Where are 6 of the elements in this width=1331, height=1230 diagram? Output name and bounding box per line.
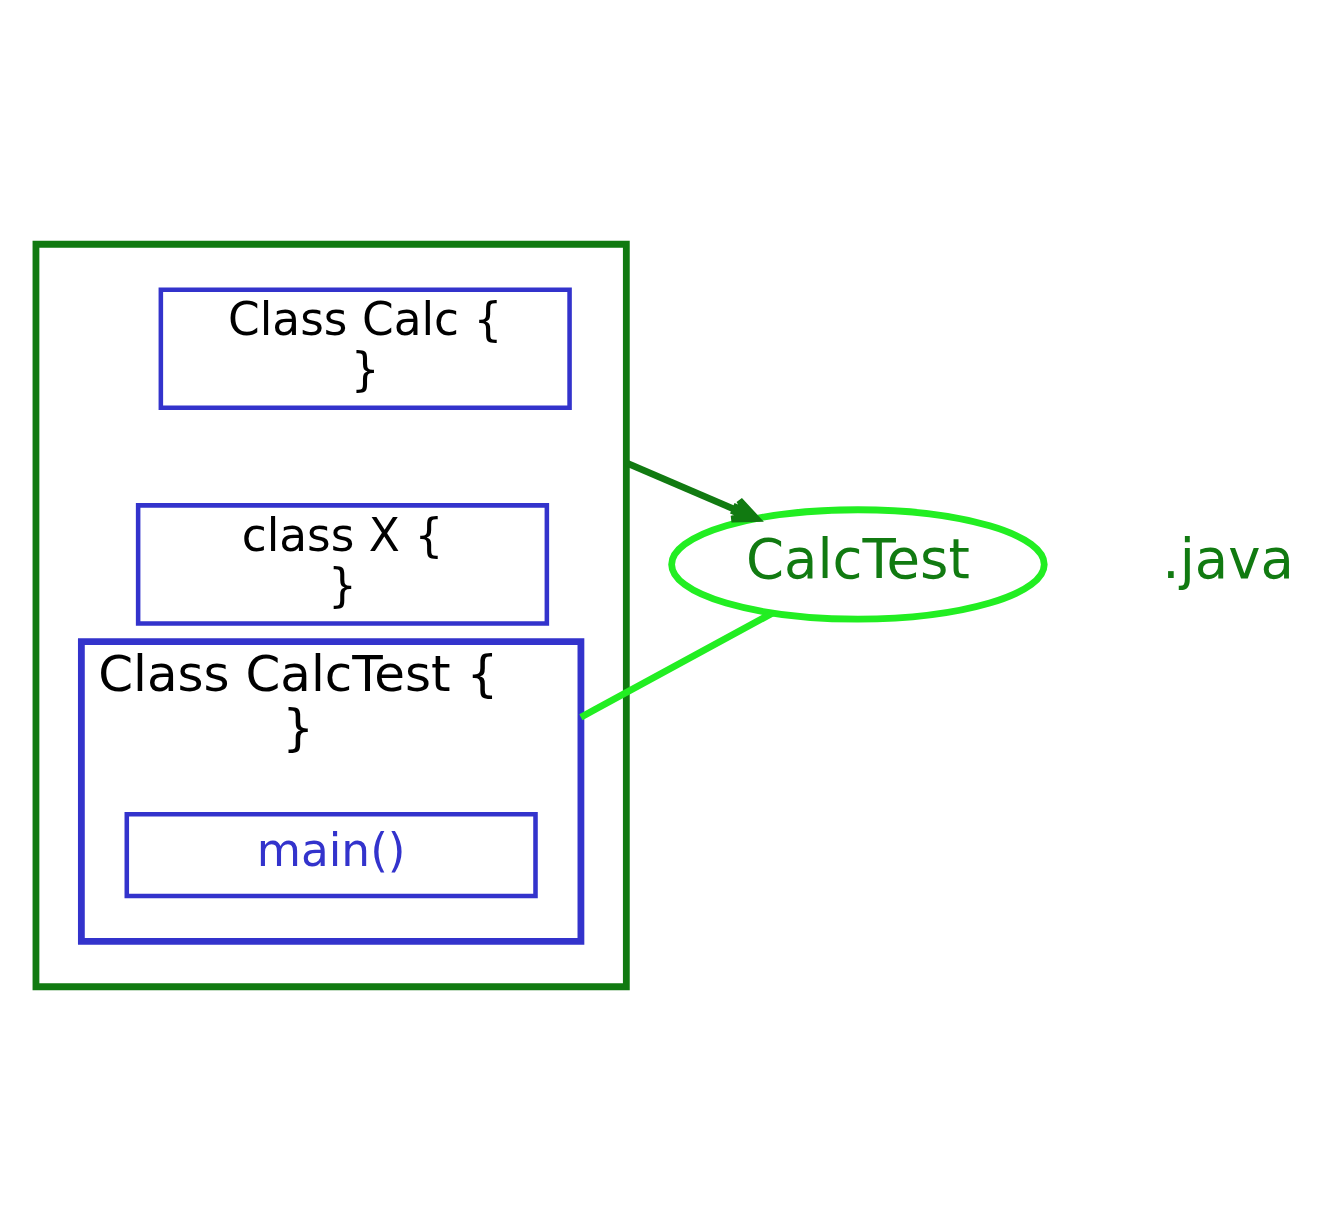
- node-box: class X { }: [135, 502, 550, 626]
- node-ellipse: CalcTest: [668, 505, 1048, 622]
- node-label: .java: [1162, 526, 1294, 591]
- node-box: main(): [124, 811, 538, 898]
- cluster: [32, 240, 630, 990]
- node-box: Class Calc { }: [158, 286, 572, 410]
